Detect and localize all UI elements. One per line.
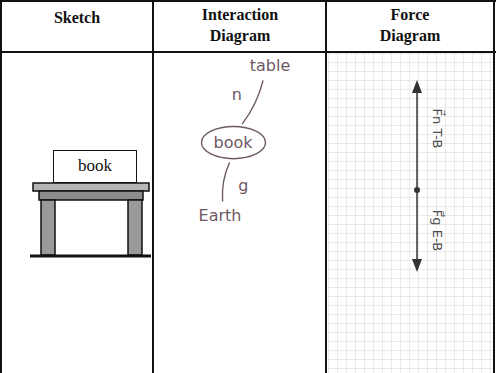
column-header: Force Diagram <box>365 5 455 47</box>
book-box: book <box>53 150 137 183</box>
node-text: table <box>250 56 291 75</box>
interaction-label: g <box>236 176 250 195</box>
column-header: Sketch <box>7 8 147 29</box>
object-label: table <box>247 54 294 77</box>
interaction-line-path <box>222 162 229 201</box>
system-oval: book <box>200 125 267 160</box>
interaction-line <box>222 162 229 201</box>
node-text: book <box>78 156 112 176</box>
column-header: Interaction Diagram <box>180 5 300 47</box>
node-text: book <box>214 133 253 152</box>
node-text: Earth <box>199 206 242 225</box>
force-label: F⃗g E-B <box>429 209 446 250</box>
interaction-line-path <box>242 80 263 124</box>
table-sketch <box>30 183 151 256</box>
force-label: F⃗n T-B <box>429 108 446 148</box>
interaction-label: n <box>230 85 244 104</box>
force-arrows <box>412 80 422 272</box>
graph-grid <box>326 53 494 373</box>
object-label: Earth <box>196 204 245 227</box>
interaction-line <box>242 80 263 124</box>
